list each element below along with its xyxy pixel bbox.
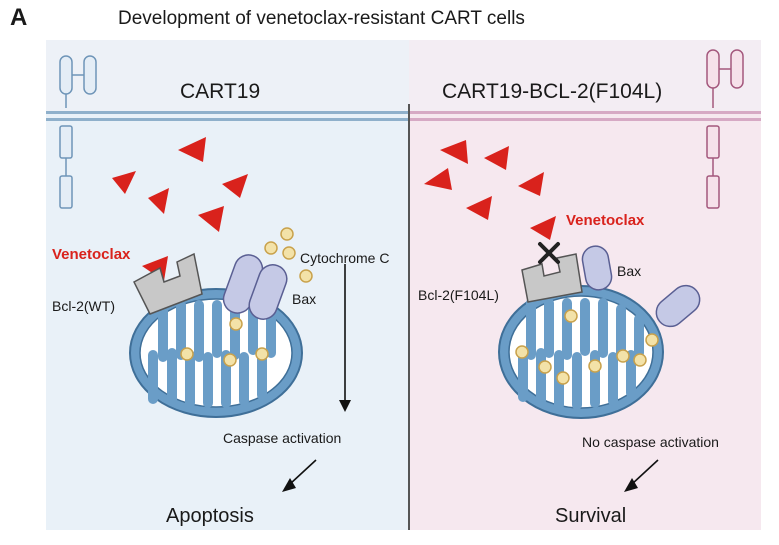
extracellular-band	[46, 40, 761, 112]
car-receptor-left	[59, 55, 97, 209]
cytochrome-c-right	[515, 309, 659, 385]
venetoclax-molecules-right	[424, 140, 556, 240]
apoptosis-label: Apoptosis	[166, 505, 254, 527]
arrows	[282, 264, 659, 492]
panel-letter: A	[10, 4, 28, 31]
bcl2-wt-label: Bcl-2(WT)	[52, 298, 115, 314]
bcl2-f104l-right	[521, 253, 583, 303]
bcl2-f104l-label: Bcl-2(F104L)	[418, 287, 499, 303]
mitochondrion-left	[129, 288, 303, 418]
bax-left	[222, 254, 288, 320]
figure-title: Development of venetoclax-resistant CART…	[118, 8, 525, 29]
cytochrome-c-left	[180, 227, 313, 367]
bax-label-left: Bax	[292, 291, 317, 307]
venetoclax-label-left: Venetoclax	[52, 246, 131, 263]
venetoclax-label-right: Venetoclax	[566, 212, 645, 229]
right-cell-name: CART19-BCL-2(F104L)	[442, 80, 663, 103]
car-receptor-right	[706, 49, 744, 209]
cell-membrane	[46, 111, 761, 121]
no-caspase-activation-label: No caspase activation	[582, 434, 719, 450]
caspase-activation-label: Caspase activation	[223, 430, 342, 446]
venetoclax-molecules-left	[112, 137, 248, 281]
left-cell-name: CART19	[180, 80, 261, 103]
apoptosis-arrow	[289, 459, 317, 485]
survival-label: Survival	[555, 505, 627, 527]
bax-right	[581, 245, 701, 328]
survival-arrow	[631, 459, 659, 485]
right-panel-bg	[409, 40, 761, 530]
blocked-binding-x-icon	[538, 242, 560, 264]
bax-label-right: Bax	[617, 263, 642, 279]
cytochrome-c-label: Cytochrome C	[300, 250, 390, 266]
bcl2-wt-left	[133, 252, 203, 315]
